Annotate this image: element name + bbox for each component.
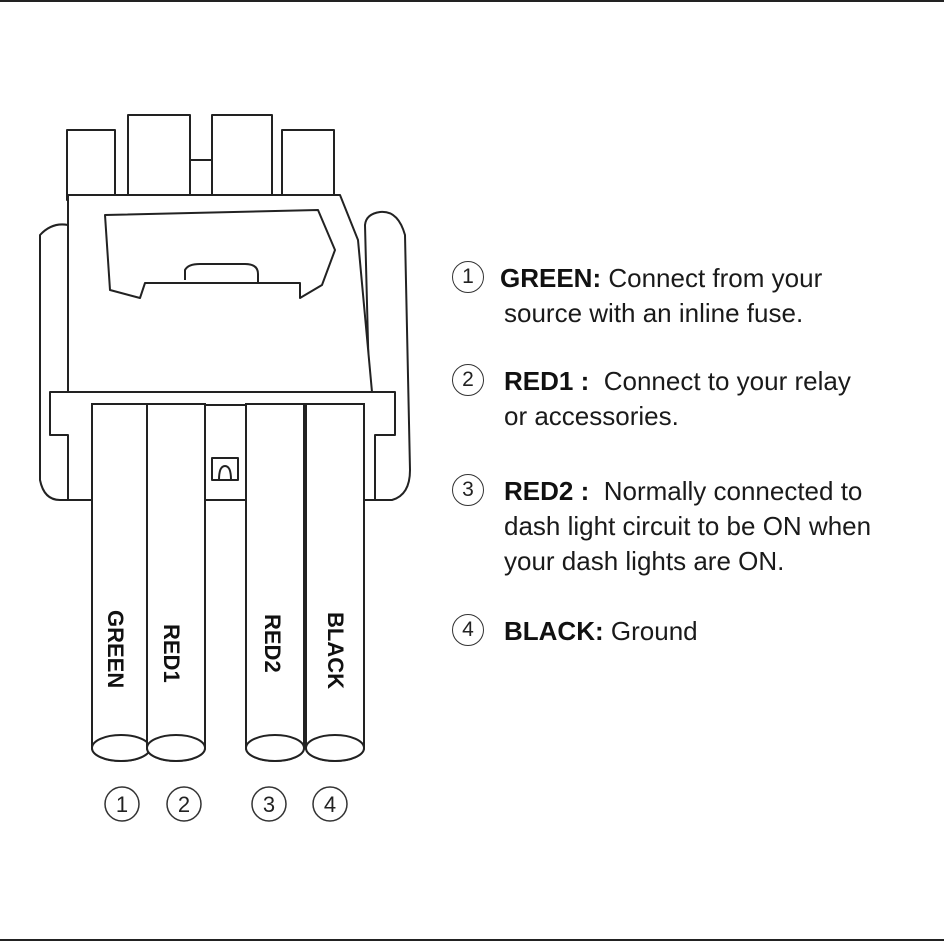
legend-line: source with an inline fuse.: [504, 298, 804, 328]
wire-2-end: [146, 734, 206, 762]
legend-line: your dash lights are ON.: [504, 546, 785, 576]
legend-name: GREEN:: [500, 263, 602, 293]
legend-number: 1: [452, 261, 484, 293]
legend-line: dash light circuit to be ON when: [504, 511, 872, 541]
wire-1-number-circle: [104, 786, 140, 822]
wire-2-number-circle: [166, 786, 202, 822]
legend-name: RED2 :: [504, 476, 590, 506]
wire-4-end: [305, 734, 365, 762]
wires: [91, 403, 365, 762]
top-border: [0, 0, 944, 2]
wire-4-number: 4: [324, 792, 336, 817]
legend-name: BLACK:: [504, 616, 604, 646]
top-plate: [104, 209, 336, 299]
left-clip: [39, 223, 69, 501]
legend-line: Normally connected to: [603, 476, 863, 506]
legend-number: 3: [452, 474, 484, 506]
wire-numbers: 1 2 3 4: [104, 786, 348, 822]
wire-1-label: GREEN: [103, 610, 128, 688]
legend-number: 4: [452, 614, 484, 646]
bottom-border: [0, 939, 944, 941]
tab-right: [281, 129, 335, 201]
legend-line: Connect from your: [608, 263, 823, 293]
wire-1-end: [91, 734, 151, 762]
tab-left: [66, 129, 116, 201]
wire-4-body: [305, 403, 365, 762]
latch-window: [211, 457, 239, 481]
legend-text: BLACK: Ground: [504, 614, 698, 649]
wire-3-number: 3: [263, 792, 275, 817]
wire-1-body: [91, 403, 151, 762]
wire-2-label: RED1: [159, 624, 184, 683]
legend-line: Ground: [610, 616, 698, 646]
legend-name: RED1 :: [504, 366, 590, 396]
wire-4-number-circle: [312, 786, 348, 822]
legend-text: RED1 : Connect to your relay or accessor…: [504, 364, 851, 434]
wire-2-body: [146, 403, 206, 762]
legend-line: or accessories.: [504, 401, 679, 431]
center-latch: [202, 404, 250, 501]
legend-text: RED2 : Normally connected to dash light …: [504, 474, 871, 579]
wire-2-number: 2: [178, 792, 190, 817]
wire-1-number: 1: [116, 792, 128, 817]
wire-4-label: BLACK: [323, 612, 348, 689]
wire-3-number-circle: [251, 786, 287, 822]
wire-3-body: [245, 403, 305, 762]
legend-line: Connect to your relay: [603, 366, 851, 396]
legend-text: GREEN: Connect from your source with an …: [500, 261, 823, 331]
top-plate-notch: [184, 263, 259, 283]
legend-number: 2: [452, 364, 484, 396]
wire-3-label: RED2: [260, 614, 285, 673]
wire-3-end: [245, 734, 305, 762]
